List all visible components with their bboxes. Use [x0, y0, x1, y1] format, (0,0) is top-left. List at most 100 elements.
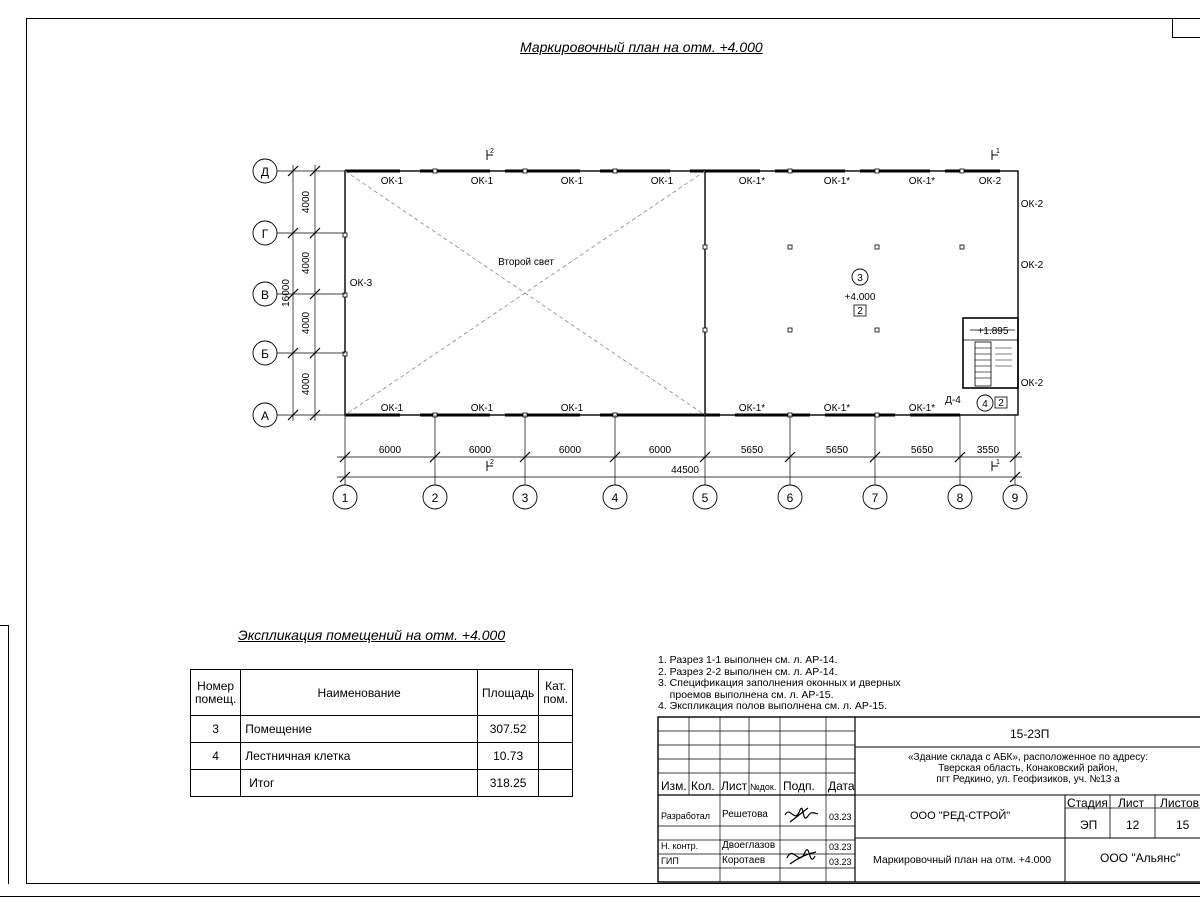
- date: 03.23: [829, 842, 852, 852]
- axis-bubble: [862, 484, 888, 510]
- axis-label: В: [261, 288, 269, 302]
- floor-marker-box: [994, 396, 1008, 409]
- window-mark: ОК-3: [350, 278, 373, 289]
- window-mark: ОК-1: [471, 403, 494, 414]
- axis-bubble: [422, 484, 448, 510]
- dimension: 6000: [469, 445, 492, 456]
- window-mark: ОК-1: [651, 176, 674, 187]
- developer-company: ООО "РЕД-СТРОЙ": [910, 810, 1011, 822]
- sheets-value: 15: [1176, 818, 1190, 832]
- window-mark: ОК-2: [1021, 260, 1044, 271]
- stage-value: ЭП: [1080, 818, 1098, 832]
- dimension: 4000: [301, 190, 312, 213]
- col-data: Дата: [828, 779, 855, 793]
- room-bubble: [976, 394, 994, 412]
- window-mark: ОК-1*: [739, 403, 765, 414]
- dimension: 5650: [741, 445, 764, 456]
- project-code: 15-23П: [1010, 727, 1050, 741]
- col-podp: Подп.: [783, 779, 815, 793]
- axis-bubble: [512, 484, 538, 510]
- sheets-label: Листов: [1160, 796, 1199, 810]
- frame-corner-box: [1172, 18, 1200, 38]
- axis-bubble: [692, 484, 718, 510]
- dimension: 6000: [559, 445, 582, 456]
- axis-label: 4: [612, 491, 619, 505]
- explication-table: Номер помещ. Наименование Площадь Кат. п…: [189, 669, 573, 797]
- dimension: 4000: [301, 251, 312, 274]
- sheet-value: 12: [1126, 818, 1140, 832]
- axis-bubble: [252, 340, 278, 366]
- stair-level: +1.895: [978, 326, 1009, 337]
- axis-label: Б: [261, 347, 269, 361]
- axis-bubble: [777, 484, 803, 510]
- col-ndok: №док.: [750, 782, 777, 792]
- window-mark: ОК-1*: [824, 403, 850, 414]
- axis-bubble: [252, 402, 278, 428]
- axis-bubble: [252, 220, 278, 246]
- window-mark: ОК-2: [1021, 378, 1044, 389]
- axis-bubble: [252, 281, 278, 307]
- dimension: 6000: [649, 445, 672, 456]
- axis-bubble: [602, 484, 628, 510]
- signature: [784, 807, 819, 865]
- void-label: Второй свет: [498, 257, 554, 268]
- dimension: 16000: [281, 279, 292, 307]
- floor-type: 2: [998, 398, 1004, 409]
- left-stamp-column: [0, 625, 9, 884]
- section-mark: 1: [996, 459, 1000, 466]
- window-mark: ОК-1*: [824, 176, 850, 187]
- dimension: 6000: [379, 445, 402, 456]
- explication-title: Экспликация помещений на отм. +4.000: [238, 627, 506, 643]
- window-mark: ОК-2: [979, 176, 1002, 187]
- person-name: Двоеглазов: [722, 840, 776, 851]
- section-mark: 1: [996, 148, 1000, 155]
- col-header: Номер помещ.: [189, 669, 242, 716]
- general-notes: 1. Разрез 1-1 выполнен см. л. АР-14.2. Р…: [658, 654, 901, 712]
- section-mark: 2: [490, 459, 494, 466]
- dimension: 4000: [301, 372, 312, 395]
- person-name: Решетова: [722, 809, 768, 820]
- window-mark: ОК-1*: [739, 176, 765, 187]
- sheet-frame: [26, 18, 1200, 884]
- col-kol: Кол.: [691, 779, 715, 793]
- table-row: Итог 318.25: [189, 769, 573, 797]
- window-mark: ОК-1: [561, 176, 584, 187]
- role: Н. контр.: [661, 841, 699, 851]
- plan-title: Маркировочный план на отм. +4.000: [520, 39, 763, 55]
- axis-label: Д: [261, 165, 269, 179]
- window-mark: ОК-1: [381, 176, 404, 187]
- axis-label: Г: [262, 227, 269, 241]
- room-bubble: [851, 268, 869, 286]
- room-level: +4.000: [845, 292, 876, 303]
- table-row: 4 Лестничная клетка 10.73: [189, 742, 573, 770]
- window-mark: ОК-1: [381, 403, 404, 414]
- dimension: 3550: [977, 445, 1000, 456]
- sheet-name: Маркировочный план на отм. +4.000: [873, 854, 1052, 866]
- dimension: 5650: [911, 445, 934, 456]
- stair-flight: [974, 341, 992, 387]
- dimension: 4000: [301, 311, 312, 334]
- organization: ООО "Альянс": [1100, 851, 1181, 865]
- person-name: Коротаев: [722, 855, 766, 866]
- dimension: 5650: [826, 445, 849, 456]
- stair-box: [962, 317, 1019, 389]
- axis-label: 5: [702, 491, 709, 505]
- dimension: 44500: [671, 465, 699, 476]
- project-name: «Здание склада с АБК», расположенное по …: [908, 752, 1148, 785]
- window-mark: ОК-2: [1021, 199, 1044, 210]
- axis-label: 7: [872, 491, 879, 505]
- stage-label: Стадия: [1067, 796, 1108, 810]
- axis-label: А: [261, 409, 269, 423]
- window-mark: ОК-1: [561, 403, 584, 414]
- sheet-label: Лист: [1118, 796, 1145, 810]
- window-mark: ОК-1*: [909, 176, 935, 187]
- section-mark: 2: [490, 148, 494, 155]
- axis-bubble: [947, 484, 973, 510]
- axis-label: 6: [787, 491, 794, 505]
- window-mark: ОК-1*: [909, 403, 935, 414]
- void-diagonal: [344, 170, 706, 416]
- col-header: Кат. пом.: [538, 669, 573, 716]
- col-list: Лист: [721, 779, 748, 793]
